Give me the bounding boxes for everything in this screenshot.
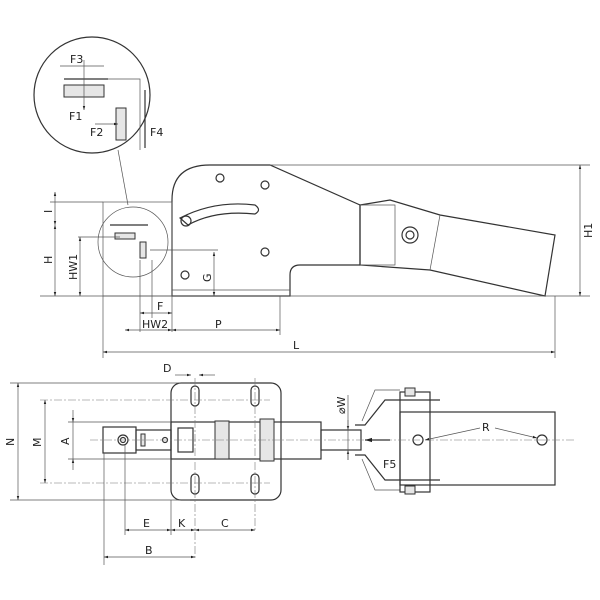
label-P: P [215,318,222,331]
label-B: B [145,544,153,557]
label-G: G [201,273,214,282]
label-F3: F3 [70,53,83,66]
side-dimensions: I H HW1 G F HW2 P L H1 [42,164,595,358]
label-H1: H1 [582,223,595,238]
label-HW1: HW1 [67,254,80,280]
label-L: L [293,339,300,352]
label-M: M [31,438,44,448]
label-D: D [163,362,171,375]
label-F1: F1 [69,110,82,123]
label-F2: F2 [90,126,103,139]
label-F: F [157,300,163,313]
label-A: A [59,437,72,445]
label-HW2: HW2 [142,318,168,331]
label-C: C [221,517,229,530]
label-F4: F4 [150,126,163,139]
label-I: I [42,210,55,213]
top-dimensions: D N M A ⌀W R F5 E K C B [4,362,490,565]
side-view [40,164,590,297]
label-F5: F5 [383,458,396,471]
label-N: N [4,438,17,446]
label-H: H [42,256,55,264]
label-K: K [178,517,186,530]
label-R: R [482,421,490,434]
force-detail: F3 F1 F2 F4 [33,36,163,206]
top-view [40,378,575,560]
label-W: ⌀W [335,396,348,414]
label-E: E [143,517,150,530]
